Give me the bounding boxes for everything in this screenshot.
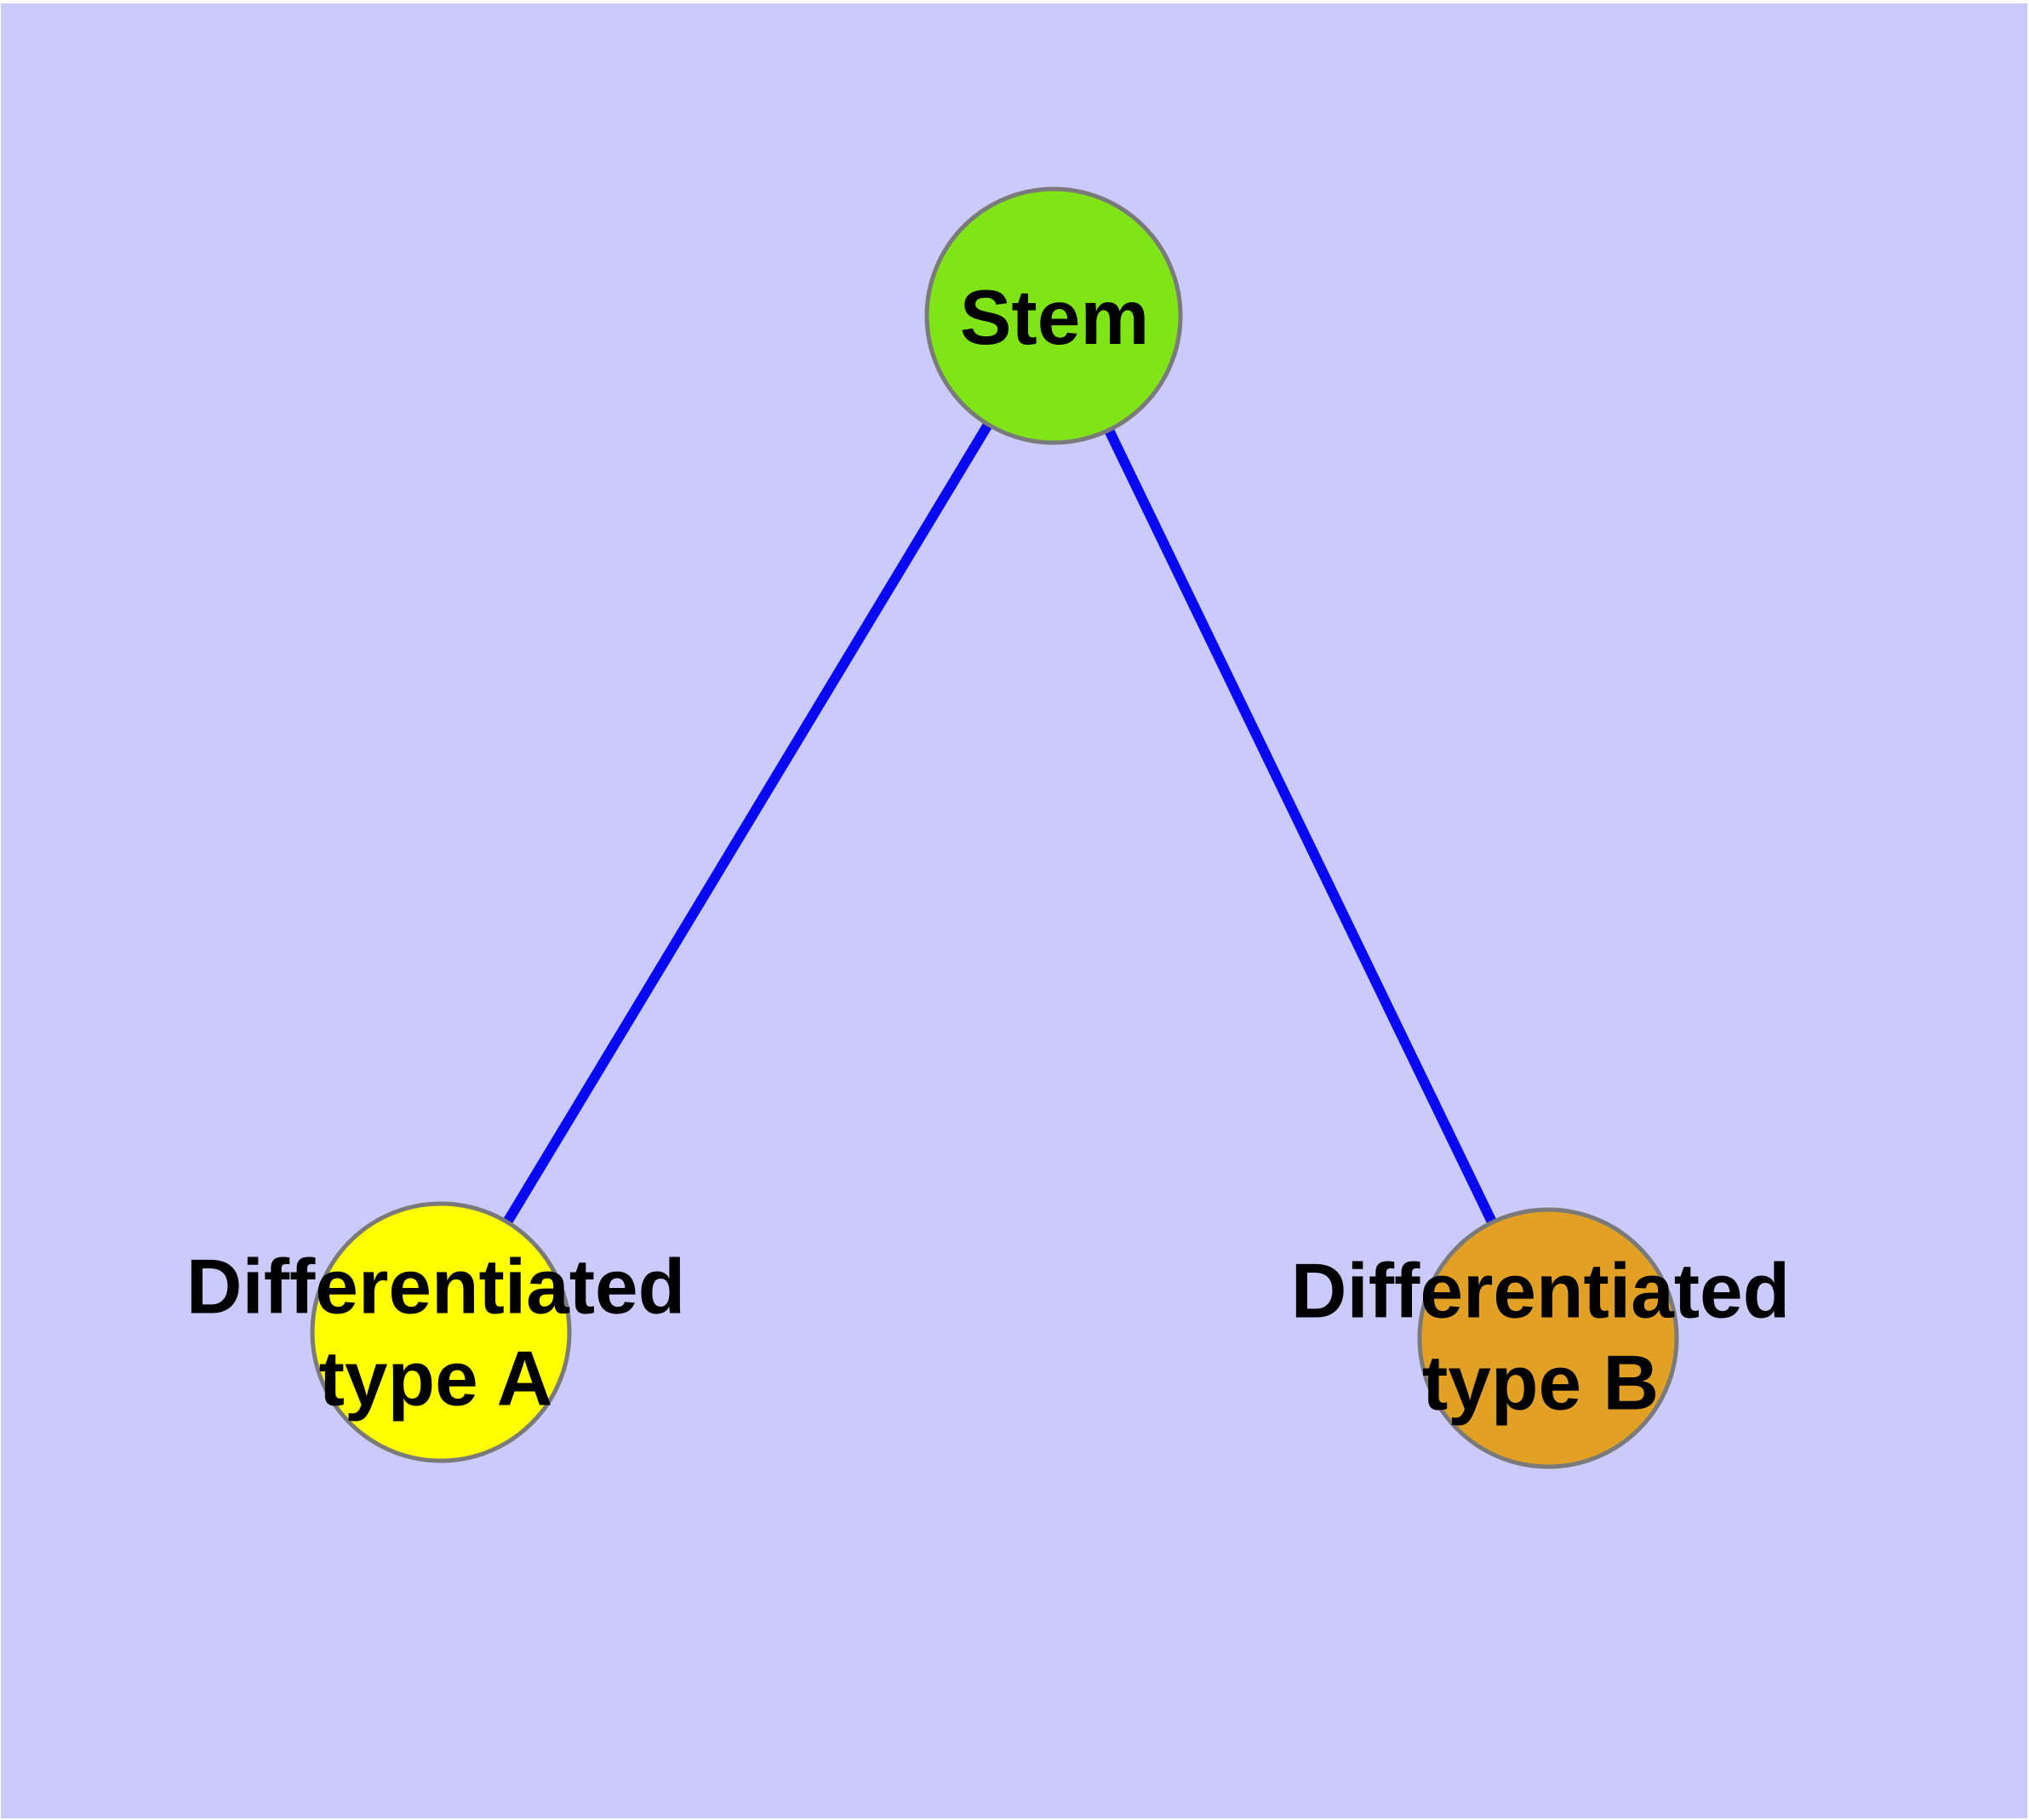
edge-stem-to-type-a [436, 312, 1059, 1336]
node-stem-circle [924, 186, 1183, 445]
node-type-b-label: Differentiated type B [1290, 1248, 1791, 1427]
node-type-a-label: Differentiated type A [186, 1244, 686, 1422]
node-stem-label: Stem [959, 274, 1150, 361]
node-type-b-circle [1417, 1207, 1679, 1469]
node-type-a-circle [310, 1201, 572, 1463]
edge-stem-to-type-b [1049, 313, 1553, 1341]
